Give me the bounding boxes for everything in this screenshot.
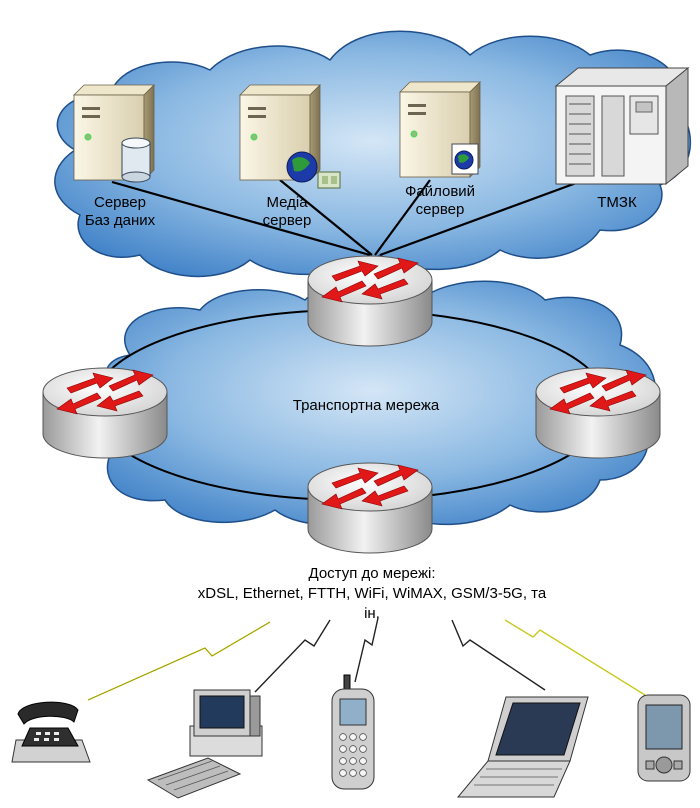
access-title: Доступ до мережі: — [309, 565, 436, 582]
media-server[interactable] — [239, 84, 341, 189]
access-technologies: xDSL, Ethernet, FTTH, WiFi, WiMAX, GSM/3… — [198, 585, 547, 602]
svg-text:Сервер: Сервер — [94, 194, 146, 211]
document-globe-icon — [451, 143, 479, 175]
globe-icon — [286, 151, 318, 183]
server-label-media: Медіа сервер — [263, 194, 312, 229]
server-label-tmzk: ТМЗК — [597, 194, 637, 211]
core-router[interactable] — [307, 255, 433, 347]
svg-text:Медіа: Медіа — [266, 194, 308, 211]
access-router[interactable] — [307, 462, 433, 554]
server-label-database: Сервер Баз даних — [85, 194, 156, 229]
desktop-computer-icon[interactable] — [146, 689, 263, 799]
pda-icon[interactable] — [637, 694, 691, 782]
media-player-icon — [317, 171, 341, 189]
file-server[interactable] — [399, 81, 481, 178]
svg-text:ТМЗК: ТМЗК — [597, 194, 637, 211]
svg-text:сервер: сервер — [416, 201, 465, 218]
left-router[interactable] — [42, 367, 168, 459]
laptop-icon[interactable] — [456, 696, 589, 798]
svg-text:Баз даних: Баз даних — [85, 212, 156, 229]
server-label-file: Файловий сервер — [405, 183, 475, 218]
access-links — [87, 617, 646, 701]
server-links — [111, 173, 599, 257]
mobile-phone-icon[interactable] — [331, 674, 375, 790]
svg-text:Файловий: Файловий — [405, 183, 475, 200]
telephone-icon[interactable] — [11, 701, 91, 763]
access-technologies-cont: ін. — [364, 605, 380, 622]
transport-network-label: Транспортна мережа — [293, 397, 440, 414]
right-router[interactable] — [535, 367, 661, 459]
database-server[interactable] — [73, 84, 155, 183]
tmzk-mainframe[interactable] — [554, 66, 690, 186]
svg-text:сервер: сервер — [263, 212, 312, 229]
database-icon — [121, 137, 151, 183]
